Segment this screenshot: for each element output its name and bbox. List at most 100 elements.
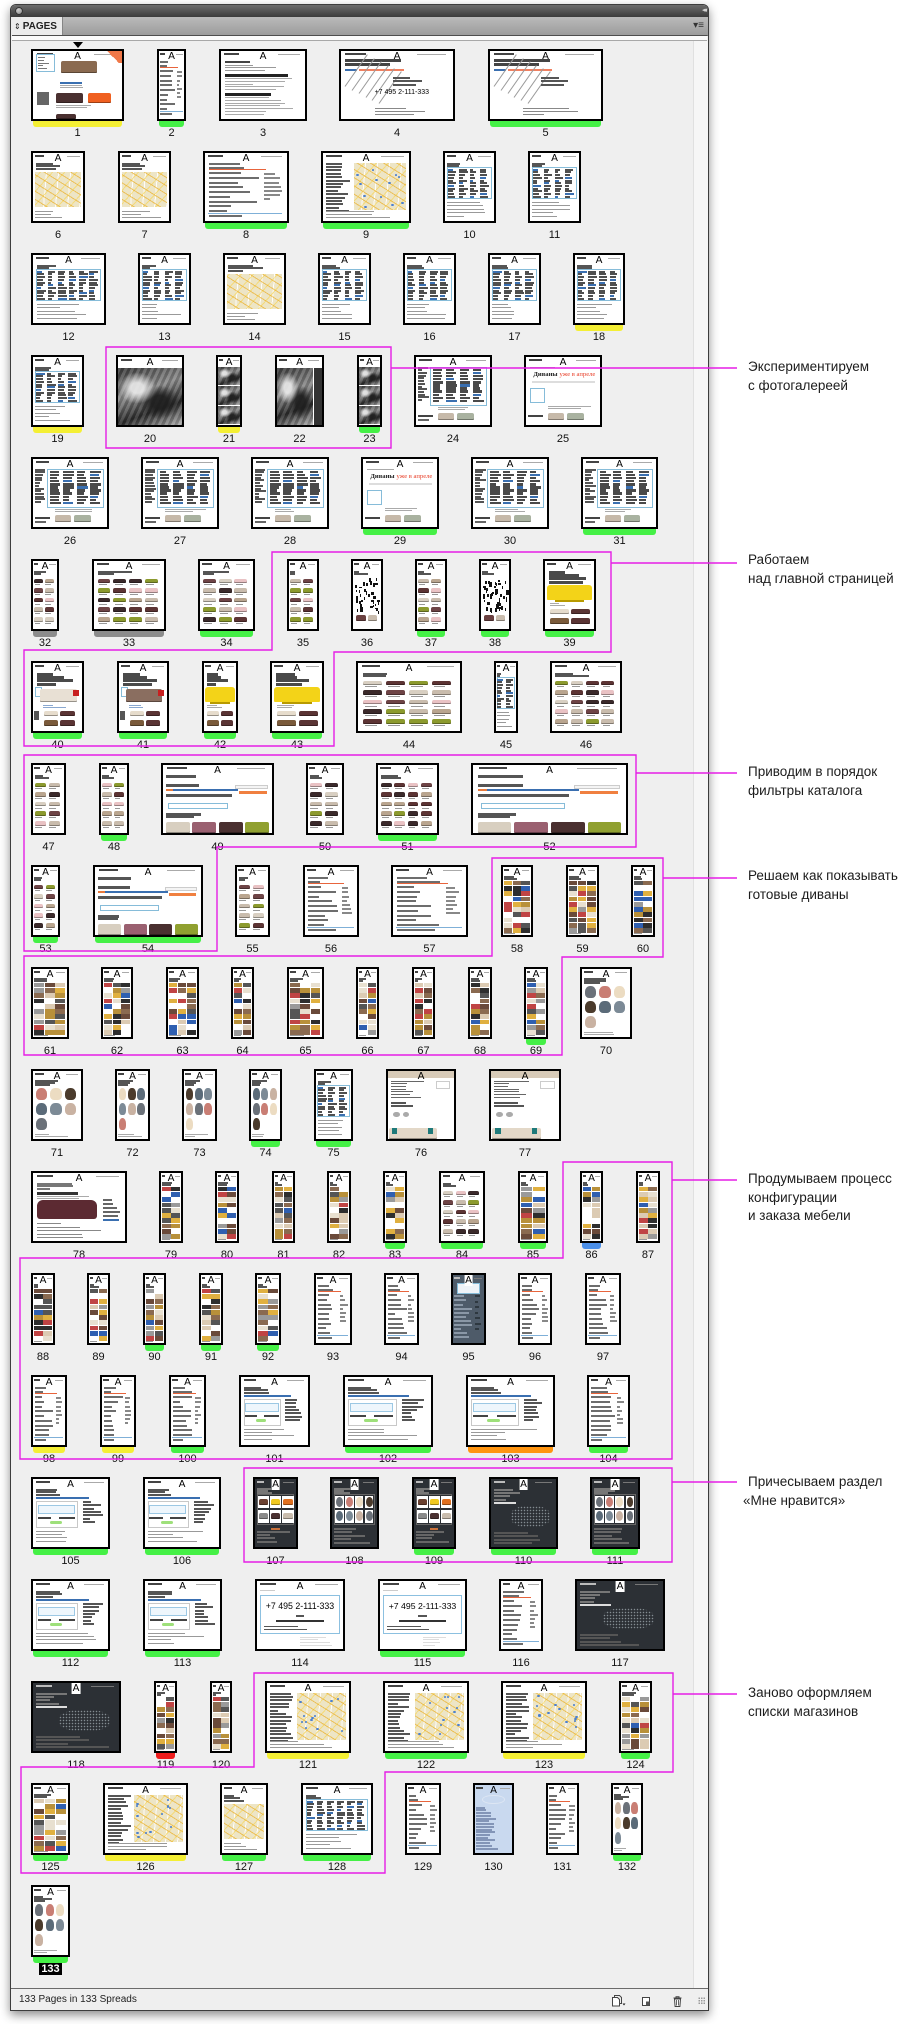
page-thumbnail[interactable]: A bbox=[93, 865, 203, 937]
page-number[interactable]: 17 bbox=[508, 331, 521, 343]
page-number[interactable]: 97 bbox=[596, 1351, 610, 1363]
page-thumbnail[interactable]: A bbox=[351, 559, 383, 631]
page-number[interactable]: 36 bbox=[360, 637, 374, 649]
page-number[interactable]: 71 bbox=[50, 1147, 64, 1159]
page-number[interactable]: 54 bbox=[141, 943, 155, 955]
page-thumbnail[interactable]: A bbox=[239, 1375, 310, 1447]
page-thumbnail[interactable]: A bbox=[287, 559, 319, 631]
page-thumbnail[interactable]: A bbox=[159, 1171, 183, 1243]
page-number[interactable]: 72 bbox=[126, 1147, 139, 1159]
page-thumbnail[interactable]: A bbox=[303, 865, 359, 937]
page-thumbnail[interactable]: A bbox=[501, 1681, 587, 1753]
page-thumbnail[interactable]: A bbox=[386, 1069, 456, 1141]
page-number[interactable]: 114 bbox=[291, 1657, 309, 1669]
page-thumbnail[interactable]: A bbox=[31, 1681, 121, 1753]
page-thumbnail[interactable]: A bbox=[488, 253, 541, 325]
page-number[interactable]: 102 bbox=[378, 1453, 398, 1465]
page-number[interactable]: 120 bbox=[211, 1759, 231, 1771]
page-item[interactable]: A 120 bbox=[210, 1681, 232, 1773]
page-thumbnail[interactable]: A bbox=[415, 559, 447, 631]
page-thumbnail[interactable]: A bbox=[376, 763, 439, 835]
page-thumbnail[interactable]: A bbox=[31, 1375, 67, 1447]
page-number[interactable]: 62 bbox=[110, 1045, 124, 1057]
page-number[interactable]: 16 bbox=[423, 331, 436, 343]
page-thumbnail[interactable]: A bbox=[166, 967, 199, 1039]
page-number[interactable]: 59 bbox=[576, 943, 589, 955]
page-number[interactable]: 14 bbox=[248, 331, 261, 343]
page-thumbnail[interactable]: A bbox=[253, 1477, 298, 1549]
page-size-icon[interactable] bbox=[609, 1994, 627, 2010]
page-number[interactable]: 85 bbox=[526, 1249, 540, 1261]
page-thumbnail[interactable]: A bbox=[220, 1783, 268, 1855]
page-number[interactable]: 40 bbox=[51, 739, 64, 751]
page-thumbnail[interactable]: A bbox=[466, 1375, 555, 1447]
page-number[interactable]: 41 bbox=[136, 739, 150, 751]
page-thumbnail[interactable]: A bbox=[103, 1783, 188, 1855]
page-number[interactable]: 52 bbox=[543, 841, 556, 853]
page-thumbnail[interactable]: A bbox=[581, 457, 658, 529]
page-number[interactable]: 6 bbox=[54, 229, 62, 241]
page-number[interactable]: 132 bbox=[617, 1861, 637, 1873]
page-number[interactable]: 121 bbox=[298, 1759, 318, 1771]
page-thumbnail[interactable]: A bbox=[210, 1681, 232, 1753]
page-item[interactable]: A 124 bbox=[619, 1681, 652, 1773]
page-number[interactable]: 34 bbox=[220, 637, 233, 649]
page-number[interactable]: 65 bbox=[299, 1045, 312, 1057]
page-thumbnail[interactable]: A bbox=[489, 1069, 561, 1141]
page-thumbnail[interactable]: A bbox=[235, 865, 270, 937]
page-thumbnail[interactable]: A bbox=[327, 1171, 351, 1243]
page-number[interactable]: 28 bbox=[283, 535, 297, 547]
page-thumbnail[interactable]: A bbox=[31, 967, 69, 1039]
page-thumbnail[interactable]: A bbox=[575, 1579, 665, 1651]
page-thumbnail[interactable]: A bbox=[202, 661, 238, 733]
panel-menu-icon[interactable]: ▾≡ bbox=[693, 20, 704, 31]
page-number[interactable]: 92 bbox=[261, 1351, 275, 1363]
scrollbar[interactable] bbox=[693, 41, 708, 1988]
page-number[interactable]: 113 bbox=[173, 1657, 192, 1669]
collapse-icon[interactable]: ◂◂ bbox=[701, 7, 707, 14]
page-number[interactable]: 1 bbox=[74, 127, 81, 139]
page-item[interactable]: A 82 bbox=[327, 1171, 351, 1263]
page-number[interactable]: 90 bbox=[148, 1351, 161, 1363]
page-thumbnail[interactable]: A bbox=[619, 1681, 652, 1753]
page-number[interactable]: 13 bbox=[158, 331, 171, 343]
page-number[interactable]: 32 bbox=[38, 637, 52, 649]
trash-icon[interactable] bbox=[673, 1994, 682, 2010]
page-number[interactable]: 57 bbox=[423, 943, 436, 955]
page-number[interactable]: 93 bbox=[326, 1351, 340, 1363]
page-number[interactable]: 58 bbox=[510, 943, 524, 955]
page-number[interactable]: 112 bbox=[61, 1657, 80, 1669]
page-number[interactable]: 87 bbox=[641, 1249, 655, 1261]
page-number[interactable]: 74 bbox=[259, 1147, 272, 1159]
page-thumbnail[interactable]: A bbox=[143, 1477, 221, 1549]
page-number[interactable]: 82 bbox=[332, 1249, 346, 1261]
page-thumbnail[interactable]: A bbox=[154, 1681, 177, 1753]
page-number[interactable]: 124 bbox=[626, 1759, 645, 1771]
